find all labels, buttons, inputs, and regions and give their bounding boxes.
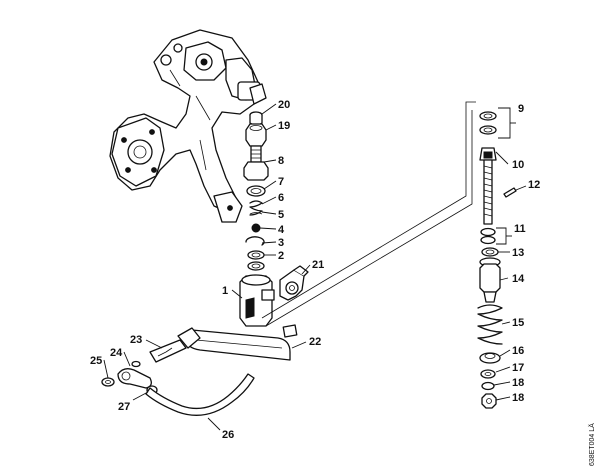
label-part-26: 26 bbox=[222, 429, 234, 441]
label-part-23: 23 bbox=[130, 334, 142, 346]
label-part-19: 19 bbox=[278, 120, 290, 132]
label-part-14: 14 bbox=[512, 273, 525, 285]
part-13-o-ring bbox=[481, 247, 499, 257]
label-part-18-upper: 18 bbox=[512, 377, 524, 389]
part-15-spring bbox=[477, 304, 503, 345]
label-part-17: 17 bbox=[512, 362, 524, 374]
part-22-oil-tube bbox=[185, 324, 298, 361]
part-24-banjo-eye bbox=[117, 360, 152, 389]
part-26-hose bbox=[145, 373, 255, 416]
label-part-25: 25 bbox=[90, 355, 102, 367]
label-part-1: 1 bbox=[222, 285, 228, 297]
label-part-2: 2 bbox=[278, 250, 284, 262]
part-25-washer bbox=[101, 377, 115, 387]
part-23-banjo-connector bbox=[149, 327, 201, 363]
label-part-11: 11 bbox=[514, 223, 526, 235]
part-11-washers bbox=[480, 227, 496, 245]
label-part-13: 13 bbox=[512, 247, 524, 259]
label-part-15: 15 bbox=[512, 317, 524, 329]
part-washer-extra bbox=[247, 261, 265, 271]
connector-lines bbox=[261, 101, 476, 327]
part-12-pin bbox=[503, 187, 517, 198]
leader-lines bbox=[103, 103, 527, 431]
label-part-12: 12 bbox=[528, 179, 540, 191]
label-part-24: 24 bbox=[110, 347, 123, 359]
part-7-o-ring bbox=[246, 185, 266, 197]
label-part-22: 22 bbox=[309, 336, 321, 348]
part-20-sleeve bbox=[249, 111, 263, 126]
part-10-adjusting-screw bbox=[479, 147, 497, 225]
label-part-27: 27 bbox=[118, 401, 130, 413]
label-part-3: 3 bbox=[278, 237, 284, 249]
part-labels: 20 19 8 7 6 5 4 3 2 1 21 22 23 24 25 27 … bbox=[90, 99, 540, 441]
label-part-9: 9 bbox=[518, 103, 524, 115]
part-21-elbow-fitting bbox=[279, 265, 309, 301]
label-part-10: 10 bbox=[512, 159, 524, 171]
label-part-7: 7 bbox=[278, 176, 284, 188]
label-part-5: 5 bbox=[278, 209, 284, 221]
part-16-spring-seat bbox=[479, 352, 501, 364]
part-1-pump-body bbox=[239, 274, 275, 327]
part-19-nut bbox=[245, 123, 267, 147]
label-part-4: 4 bbox=[278, 224, 285, 236]
part-5-spring-small bbox=[249, 212, 263, 215]
part-14-valve-body bbox=[479, 257, 501, 303]
label-part-18-lower: 18 bbox=[512, 392, 524, 404]
part-9-washers bbox=[479, 111, 497, 135]
drawing-code: 638ET004 LÄ bbox=[588, 423, 596, 466]
part-18-nut bbox=[481, 393, 497, 409]
part-18-ring bbox=[481, 381, 495, 391]
part-17-washer bbox=[480, 369, 496, 379]
label-part-20: 20 bbox=[278, 99, 290, 111]
label-part-16: 16 bbox=[512, 345, 524, 357]
part-8-valve bbox=[243, 145, 269, 181]
part-2-washer bbox=[247, 250, 265, 260]
part-3-circlip bbox=[245, 236, 265, 246]
label-part-8: 8 bbox=[278, 155, 284, 167]
part-4-ball bbox=[251, 223, 261, 233]
engine-housing bbox=[109, 29, 267, 223]
label-part-6: 6 bbox=[278, 192, 284, 204]
label-part-21: 21 bbox=[312, 259, 324, 271]
